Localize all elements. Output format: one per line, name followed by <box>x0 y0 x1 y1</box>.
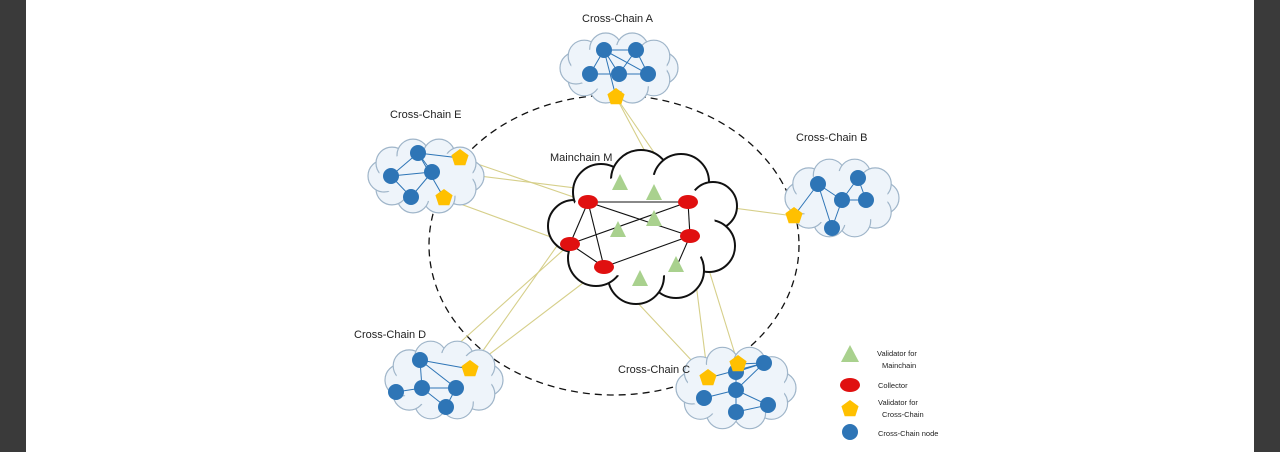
cross-chain-clouds <box>367 32 900 430</box>
cross-chain-node <box>696 390 712 406</box>
cross-chain-a-cloud <box>559 32 679 105</box>
cross-chain-node <box>448 380 464 396</box>
cross-chain-edge <box>419 359 471 370</box>
legend-validator-cross-line2: Cross-Chain <box>882 410 924 419</box>
cross-chain-diagram: Cross-Chain A Cross-Chain E Cross-Chain … <box>354 13 938 440</box>
cross-chain-edge <box>603 49 617 98</box>
mainchain-validator <box>646 184 662 200</box>
label-chain-a: Cross-Chain A <box>582 13 654 25</box>
collector-node <box>578 195 598 209</box>
cross-chain-node <box>850 170 866 186</box>
collector-node <box>594 260 614 274</box>
legend: Validator for Mainchain Collector Valida… <box>840 345 938 440</box>
legend-validator-cross-line1: Validator for <box>878 398 918 407</box>
legend-validator-main-line2: Mainchain <box>882 361 916 370</box>
mainchain-validator <box>632 270 648 286</box>
collector-node <box>560 237 580 251</box>
cross-chain-node <box>640 66 656 82</box>
cross-chain-edge <box>603 49 649 75</box>
cross-chain-validator <box>607 88 625 105</box>
cross-chain-validator <box>461 360 479 377</box>
cross-chain-validator <box>435 189 453 206</box>
legend-collector-icon <box>840 378 860 392</box>
cross-chain-node <box>611 66 627 82</box>
mainchain-validator <box>668 256 684 272</box>
cross-chain-validator <box>699 369 717 386</box>
legend-validator-cross-icon <box>841 400 859 417</box>
label-mainchain: Mainchain M <box>550 152 612 164</box>
legend-validator-main-line1: Validator for <box>877 349 917 358</box>
cross-chain-node <box>582 66 598 82</box>
cross-chain-node <box>756 355 772 371</box>
legend-cross-node-icon <box>842 424 858 440</box>
mainchain-edges <box>569 201 691 269</box>
cross-chain-node <box>388 384 404 400</box>
cross-chain-e-cloud <box>367 138 485 214</box>
legend-validator-main-icon <box>841 345 859 362</box>
document-page: Cross-Chain A Cross-Chain E Cross-Chain … <box>26 0 1254 452</box>
cross-chain-b-cloud <box>784 158 900 238</box>
cross-chain-node <box>824 220 840 236</box>
cross-chain-node <box>412 352 428 368</box>
label-chain-c: Cross-Chain C <box>618 364 690 376</box>
cross-chain-node <box>810 176 826 192</box>
mainchain-validators <box>610 174 684 286</box>
mainchain-validator <box>646 210 662 226</box>
cross-chain-node <box>424 164 440 180</box>
mainchain-validator <box>610 221 626 237</box>
cross-chain-node <box>383 168 399 184</box>
label-chain-b: Cross-Chain B <box>796 132 868 144</box>
collector-node <box>680 229 700 243</box>
label-chain-e: Cross-Chain E <box>390 109 462 121</box>
cross-chain-c-cloud <box>675 346 797 430</box>
legend-collector: Collector <box>878 381 908 390</box>
cross-chain-node <box>410 145 426 161</box>
collectors <box>560 195 700 274</box>
cross-chain-node <box>858 192 874 208</box>
cross-chain-node <box>414 380 430 396</box>
cross-chain-node <box>596 42 612 58</box>
relay-ring <box>428 94 800 396</box>
cross-chain-node <box>728 382 744 398</box>
cross-chain-node <box>834 192 850 208</box>
cross-chain-node <box>760 397 776 413</box>
cross-chain-validator <box>729 355 747 372</box>
collector-node <box>678 195 698 209</box>
legend-cross-node: Cross-Chain node <box>878 429 938 438</box>
cross-chain-node <box>628 42 644 58</box>
cross-chain-validator <box>451 149 469 166</box>
cross-chain-node <box>438 399 454 415</box>
label-chain-d: Cross-Chain D <box>354 329 426 341</box>
cross-chain-node <box>728 404 744 420</box>
cross-chain-d-cloud <box>384 340 504 420</box>
cross-chain-node <box>403 189 419 205</box>
mainchain-validator <box>612 174 628 190</box>
cross-chain-validator <box>785 207 803 224</box>
